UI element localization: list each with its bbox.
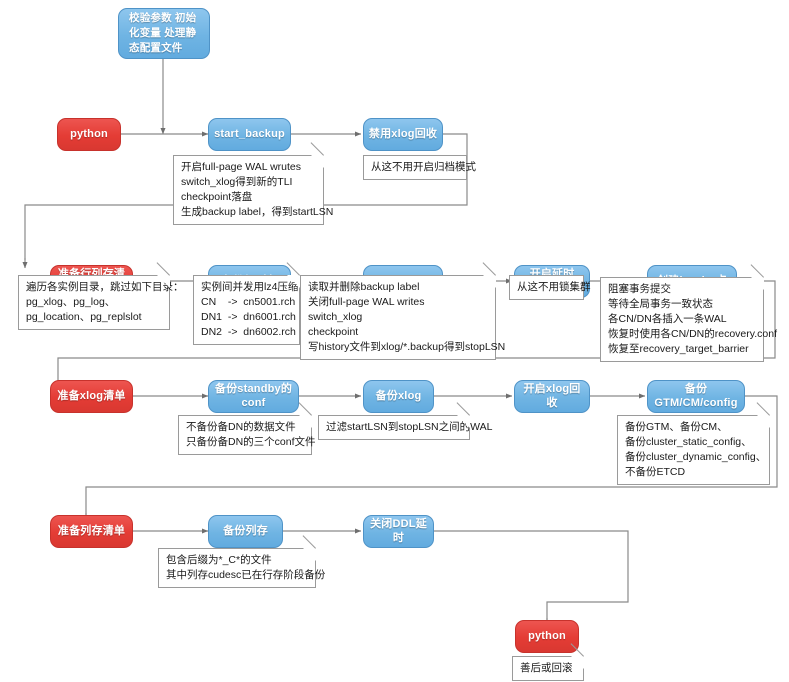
node-start-backup[interactable]: start_backup	[208, 118, 291, 151]
node-python-start[interactable]: python	[57, 118, 121, 151]
node-prepare-xlog-list[interactable]: 准备xlog清单	[50, 380, 133, 413]
note-backup-gtm-cm-config: 备份GTM、备份CM、 备份cluster_static_config、 备份c…	[617, 415, 770, 485]
note-create-barrier: 阻塞事务提交 等待全局事务一致状态 各CN/DN各插入一条WAL 恢复时使用各C…	[600, 277, 777, 362]
node-enable-xlog-recycle[interactable]: 开启xlog回收	[514, 380, 590, 413]
node-backup-xlog[interactable]: 备份xlog	[363, 380, 434, 413]
node-backup-standby-conf[interactable]: 备份standby的conf	[208, 380, 299, 413]
note-enable-delay-ddl: 从这不用锁集群	[509, 275, 591, 300]
note-start-backup: 开启full-page WAL wrutes switch_xlog得到新的TL…	[173, 155, 333, 225]
node-close-delay-ddl[interactable]: 关闭DDL延时	[363, 515, 434, 548]
node-backup-col[interactable]: 备份列存	[208, 515, 283, 548]
note-backup-col: 包含后缀为*_C*的文件 其中列存cudesc已在行存阶段备份	[158, 548, 325, 588]
note-backup-row-col: 实例间并发用lz4压缩： CN -> cn5001.rch DN1 -> dn6…	[193, 275, 309, 345]
node-prepare-col-list[interactable]: 准备列存清单	[50, 515, 133, 548]
note-backup-standby-conf: 不备份备DN的数据文件 只备份备DN的三个conf文件	[178, 415, 316, 455]
note-stop-backup: 读取并删除backup label 关闭full-page WAL writes…	[300, 275, 505, 360]
note-backup-xlog: 过滤startLSN到stopLSN之间的WAL	[318, 415, 492, 440]
note-python-end: 善后或回滚	[512, 656, 584, 681]
node-python-end[interactable]: python	[515, 620, 579, 653]
node-backup-gtm-cm-config[interactable]: 备份GTM/CM/config	[647, 380, 745, 413]
note-prepare-row-col: 遍历各实例目录，跳过如下目录： pg_xlog、pg_log、 pg_locat…	[18, 275, 184, 330]
edge-closeddl-wrap	[434, 530, 629, 620]
node-disable-xlog-recycle[interactable]: 禁用xlog回收	[363, 118, 443, 151]
node-start[interactable]: 校验参数 初始化变量 处理静态配置文件	[118, 8, 210, 59]
note-disable-xlog: 从这不用开启归档模式	[363, 155, 476, 180]
edge-gtmcm-wrap	[85, 395, 778, 515]
edge-disable-wrap	[24, 133, 468, 260]
